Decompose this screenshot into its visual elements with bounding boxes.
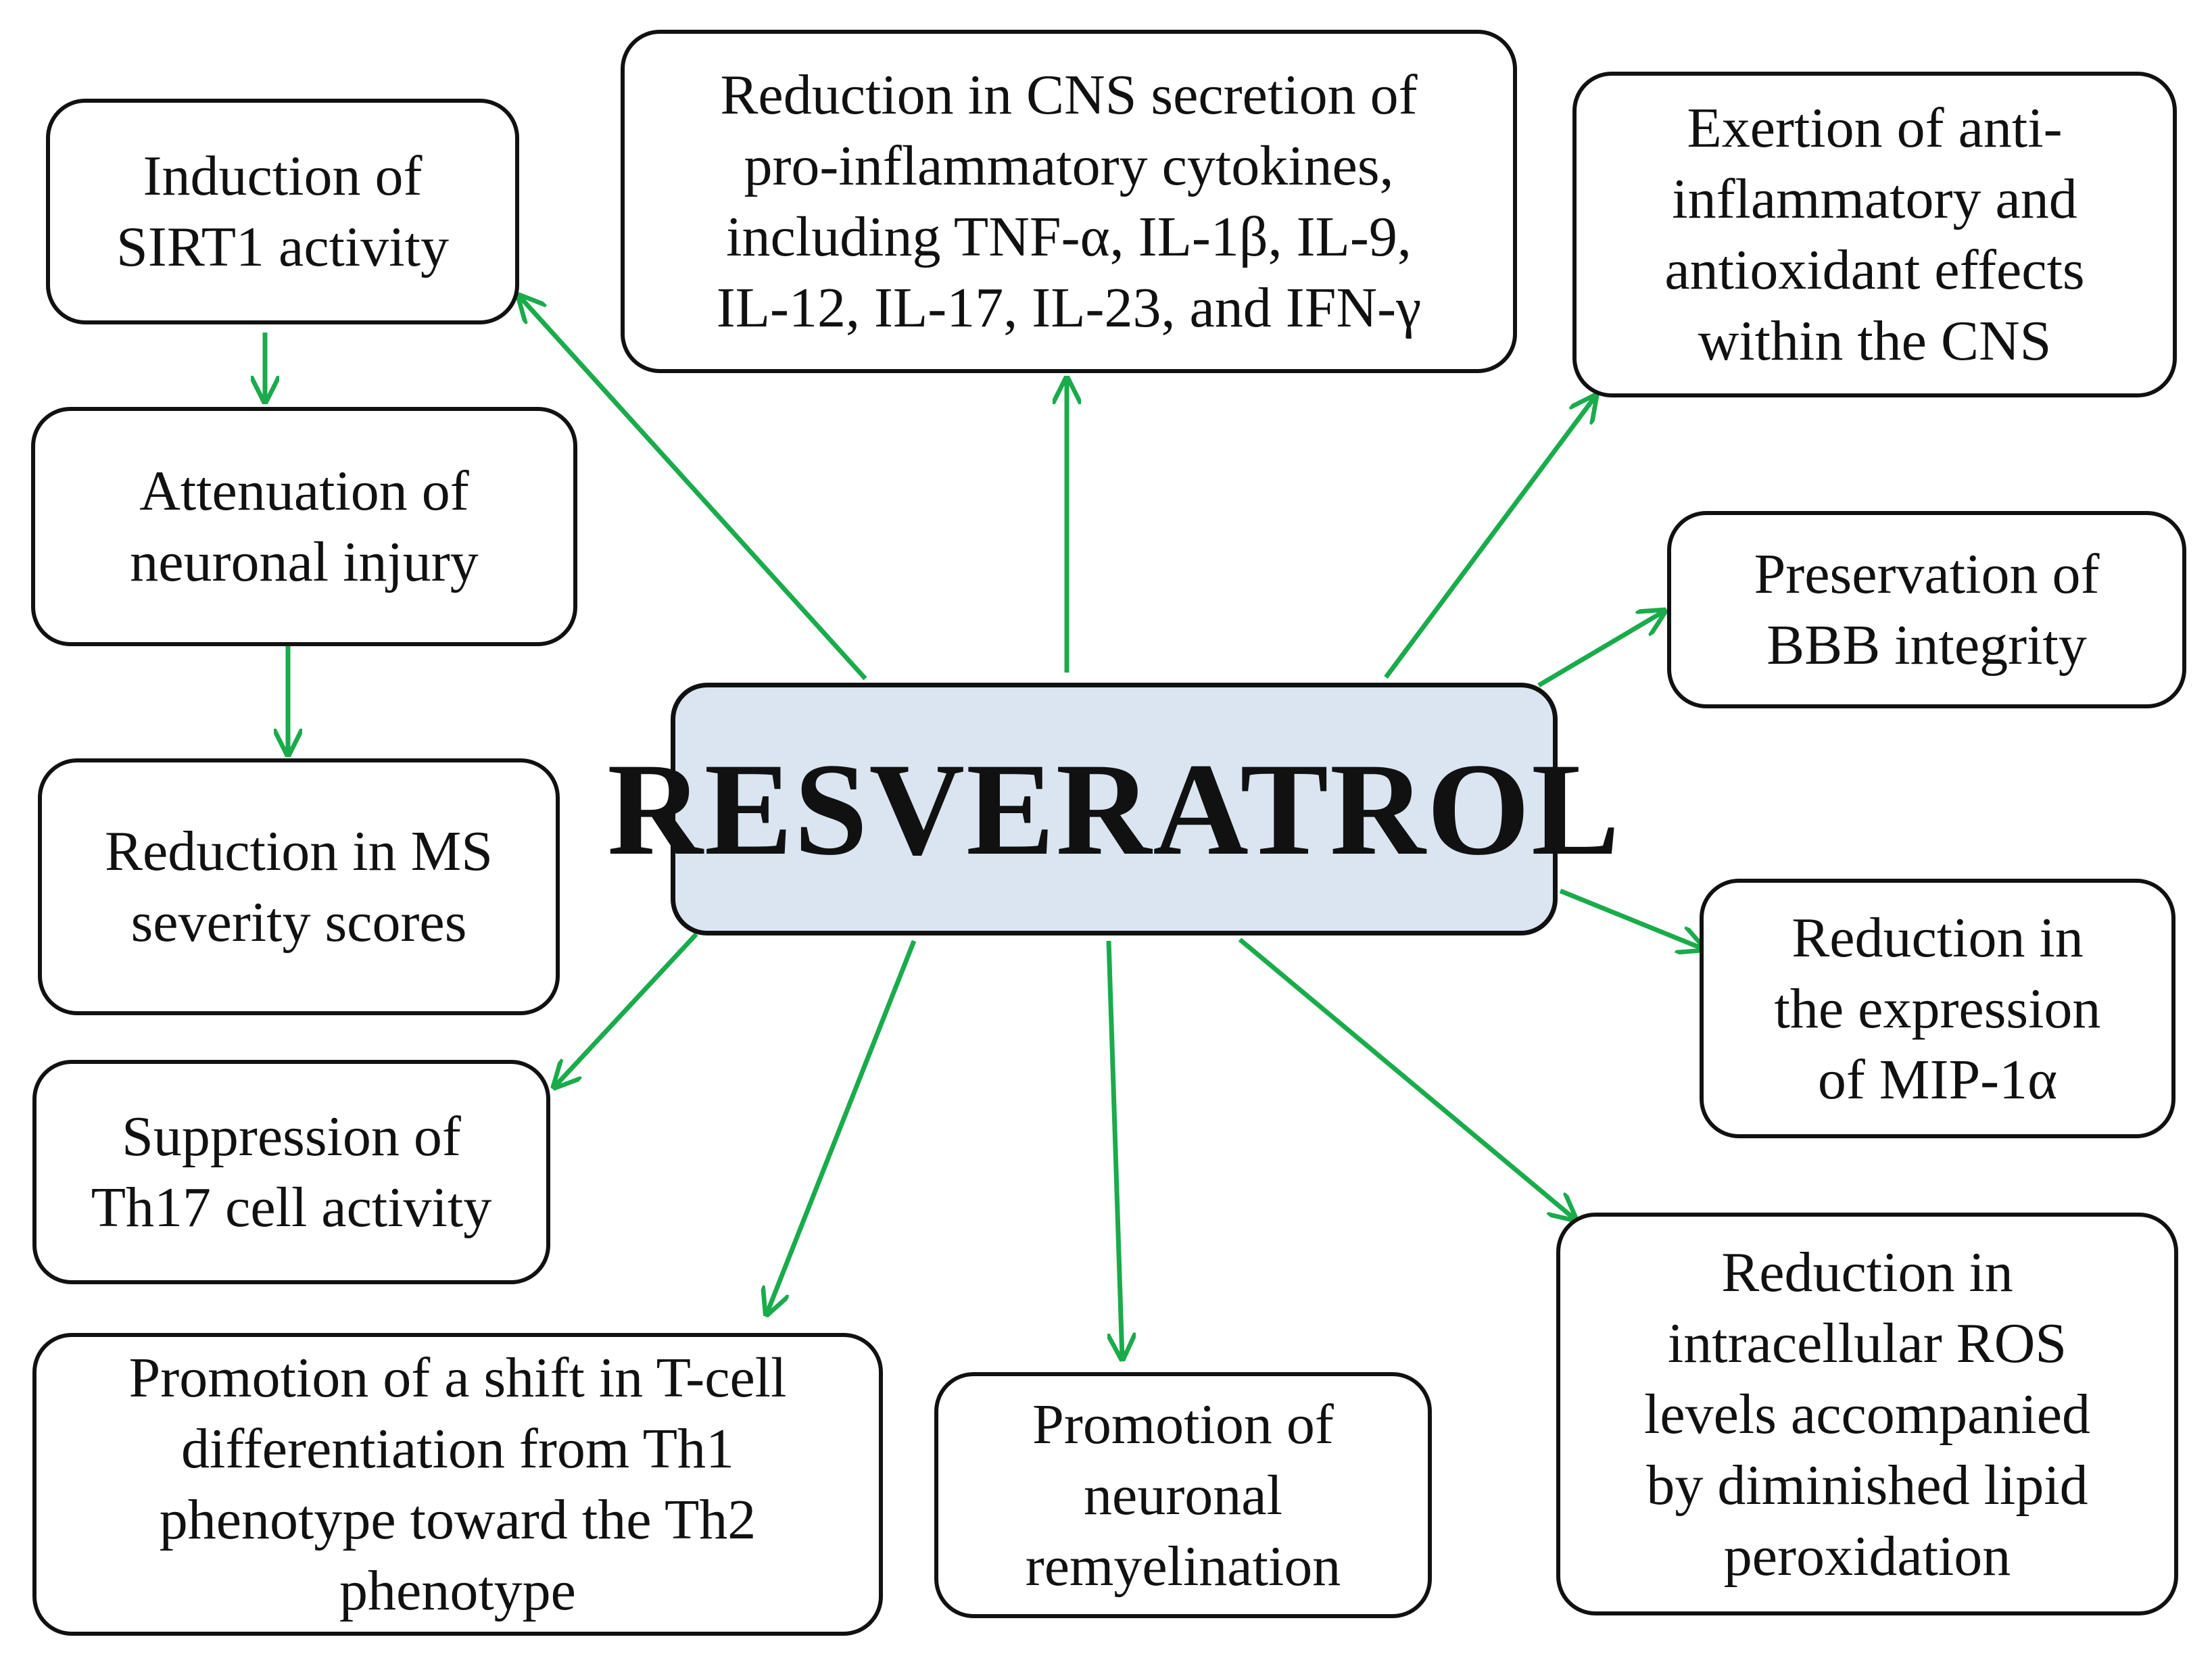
neuronal-injury-text: Attenuation of neuronal injury	[130, 460, 479, 593]
arrow-to-antiinflammatory	[1384, 396, 1595, 679]
remyelination-text: Promotion of neuronal remyelination	[1025, 1392, 1341, 1598]
arrow-to-remyelination	[1106, 940, 1122, 1359]
ms-severity-text: Reduction in MS severity scores	[104, 820, 493, 954]
tcell-shift-box: Promotion of a shift in T-cell different…	[32, 1333, 883, 1636]
remyelination-box: Promotion of neuronal remyelination	[934, 1372, 1432, 1618]
arrow-to-sirt1	[519, 296, 867, 681]
ros-text: Reduction in intracellular ROS levels ac…	[1643, 1240, 2091, 1588]
mip1a-box: Reduction in the expression of MIP-1α	[1700, 879, 2175, 1138]
bbb-text: Preservation of BBB integrity	[1754, 543, 2100, 677]
neuronal-injury-box: Attenuation of neuronal injury	[31, 407, 577, 646]
ros-box: Reduction in intracellular ROS levels ac…	[1556, 1213, 2178, 1615]
bbb-box: Preservation of BBB integrity	[1667, 511, 2186, 708]
ms-severity-box: Reduction in MS severity scores	[38, 758, 560, 1015]
antiinflammatory-box: Exertion of anti- inflammatory and antio…	[1572, 72, 2177, 397]
center-label: RESVERATROL	[607, 735, 1621, 883]
arrow-to-th17	[554, 932, 698, 1087]
tcell-shift-text: Promotion of a shift in T-cell different…	[128, 1346, 787, 1622]
arrow-to-mip1a	[1559, 888, 1704, 949]
arrow-to-bbb	[1537, 611, 1664, 688]
resveratrol-center-node: RESVERATROL	[607, 683, 1620, 935]
mip1a-text: Reduction in the expression of MIP-1α	[1774, 906, 2101, 1111]
sirt1-text: Induction of SIRT1 activity	[116, 145, 449, 278]
sirt1-box: Induction of SIRT1 activity	[46, 99, 519, 324]
cytokines-text: Reduction in CNS secretion of pro-inflam…	[716, 64, 1422, 339]
cytokines-box: Reduction in CNS secretion of pro-inflam…	[621, 30, 1517, 373]
arrow-to-ros	[1238, 938, 1575, 1219]
th17-text: Suppression of Th17 cell activity	[91, 1105, 492, 1239]
th17-box: Suppression of Th17 cell activity	[32, 1060, 550, 1284]
antiinflammatory-text: Exertion of anti- inflammatory and antio…	[1664, 97, 2085, 372]
arrow-to-tcell-shift	[767, 940, 917, 1314]
